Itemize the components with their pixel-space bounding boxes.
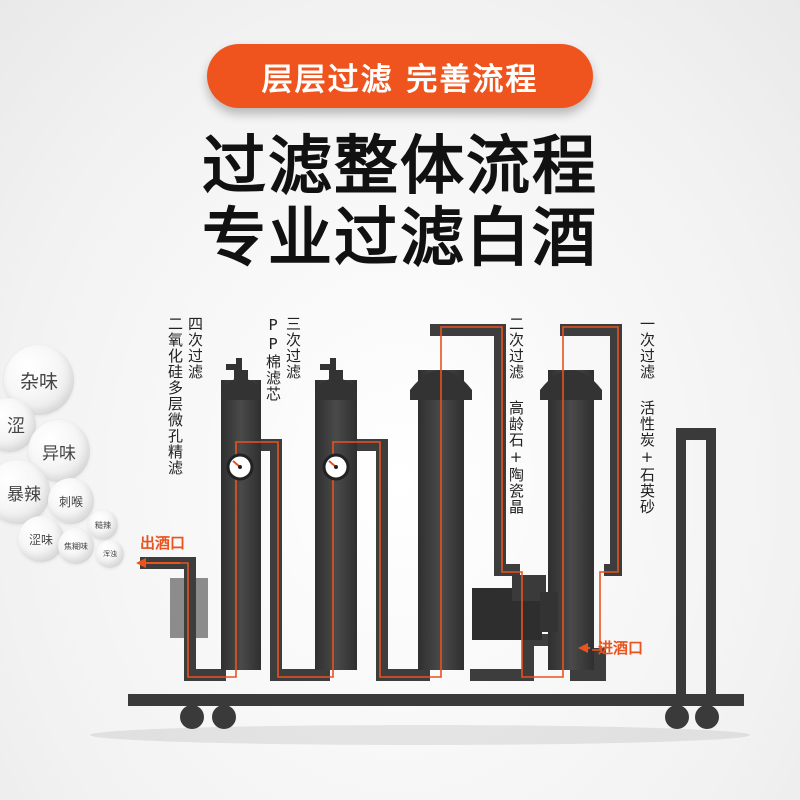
filter-tank-3 [315,358,357,670]
stage1-label-line2: 活性炭+石英砂 [638,400,656,515]
bubble-jiaohu: 焦糊味 [58,528,94,564]
outlet-arrow-icon [136,558,180,568]
page-subtitle: 专业过滤白酒 [202,202,598,276]
wheels [180,705,719,729]
outlet-label: 出酒口 [140,534,186,552]
stage1-label-line1: 一次过滤 [638,316,656,380]
bubble-baola: 暴辣 [0,460,50,524]
flow-line [140,326,619,678]
stage3-label-line1: 三次过滤 [284,316,302,380]
stage4-label-line1: 四次过滤 [186,316,204,380]
bubble-cihou: 刺喉 [48,478,94,524]
bubble-sewei: 涩味 [18,516,64,562]
filter-tank-4 [221,358,261,670]
inlet-label: 进酒口 [598,639,644,657]
stage3-label-line2: PP棉滤芯 [264,316,282,402]
inlet-arrow-icon [578,643,590,653]
bubble-hunzhuo: 浑浊 [96,540,124,568]
stage4-label-line2: 二氧化硅多层微孔精滤 [166,316,184,476]
floor-shadow [90,725,750,745]
pressure-gauge-icon [322,453,350,481]
banner: 层层过滤 完善流程 [207,44,593,108]
stage2-label-line1: 二次过滤 [507,316,525,380]
stage2-label-line2: 高龄石+陶瓷晶 [507,400,525,515]
pump [472,575,558,640]
bubble-caola: 糙辣 [88,510,118,540]
base-frame [128,428,744,706]
bubble-yiwei: 异味 [28,420,90,482]
pressure-gauge-icon [226,453,254,481]
page-title: 过滤整体流程 [202,130,598,204]
